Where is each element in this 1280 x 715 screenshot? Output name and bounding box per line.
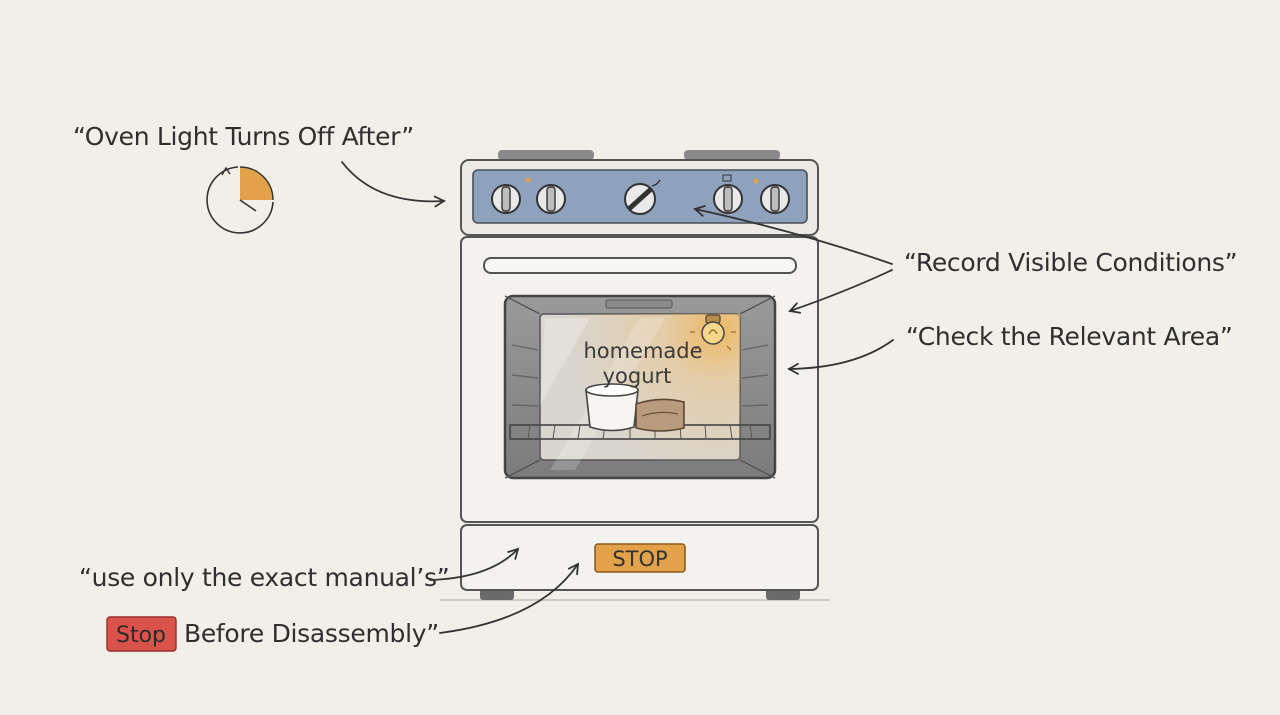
burner-grate: [684, 150, 780, 160]
arrow-to-oven-window: [787, 339, 894, 375]
knob-3[interactable]: [713, 174, 743, 214]
annotation-check-area: “Check the Relevant Area”: [906, 322, 1233, 351]
oven: homemade yogurt STOP: [440, 150, 830, 601]
stop-badge-label: Stop: [116, 623, 166, 648]
yogurt-container: [585, 383, 639, 432]
annotation-manual: “use only the exact manual’s”: [79, 563, 449, 592]
stop-badge: Stop: [106, 616, 177, 652]
annotation-oven-light: “Oven Light Turns Off After”: [73, 122, 414, 151]
arrow-to-drawer: [429, 547, 520, 581]
knob-1[interactable]: [491, 177, 531, 214]
annotation-disassembly: Before Disassembly”: [184, 619, 439, 648]
arrow-to-control-panel: [341, 161, 446, 208]
knob-4[interactable]: [753, 178, 790, 214]
knob-center[interactable]: [624, 179, 661, 215]
light-bulb-icon: [690, 314, 736, 351]
arrow-to-stop-button: [439, 562, 580, 634]
window-label-line2: yogurt: [603, 364, 672, 388]
stop-button[interactable]: STOP: [594, 543, 686, 573]
arrow-to-center-knob: [693, 205, 893, 265]
arrow-to-oven-door: [788, 269, 893, 314]
stop-button-label: STOP: [612, 547, 667, 571]
door-handle[interactable]: [483, 257, 797, 274]
knob-2[interactable]: [536, 184, 566, 214]
annotation-record-conditions: “Record Visible Conditions”: [904, 248, 1237, 277]
towel-bundle: [635, 398, 685, 432]
window-label-line1: homemade: [583, 339, 702, 363]
burner-grate: [498, 150, 594, 160]
timer-icon: [206, 166, 274, 234]
